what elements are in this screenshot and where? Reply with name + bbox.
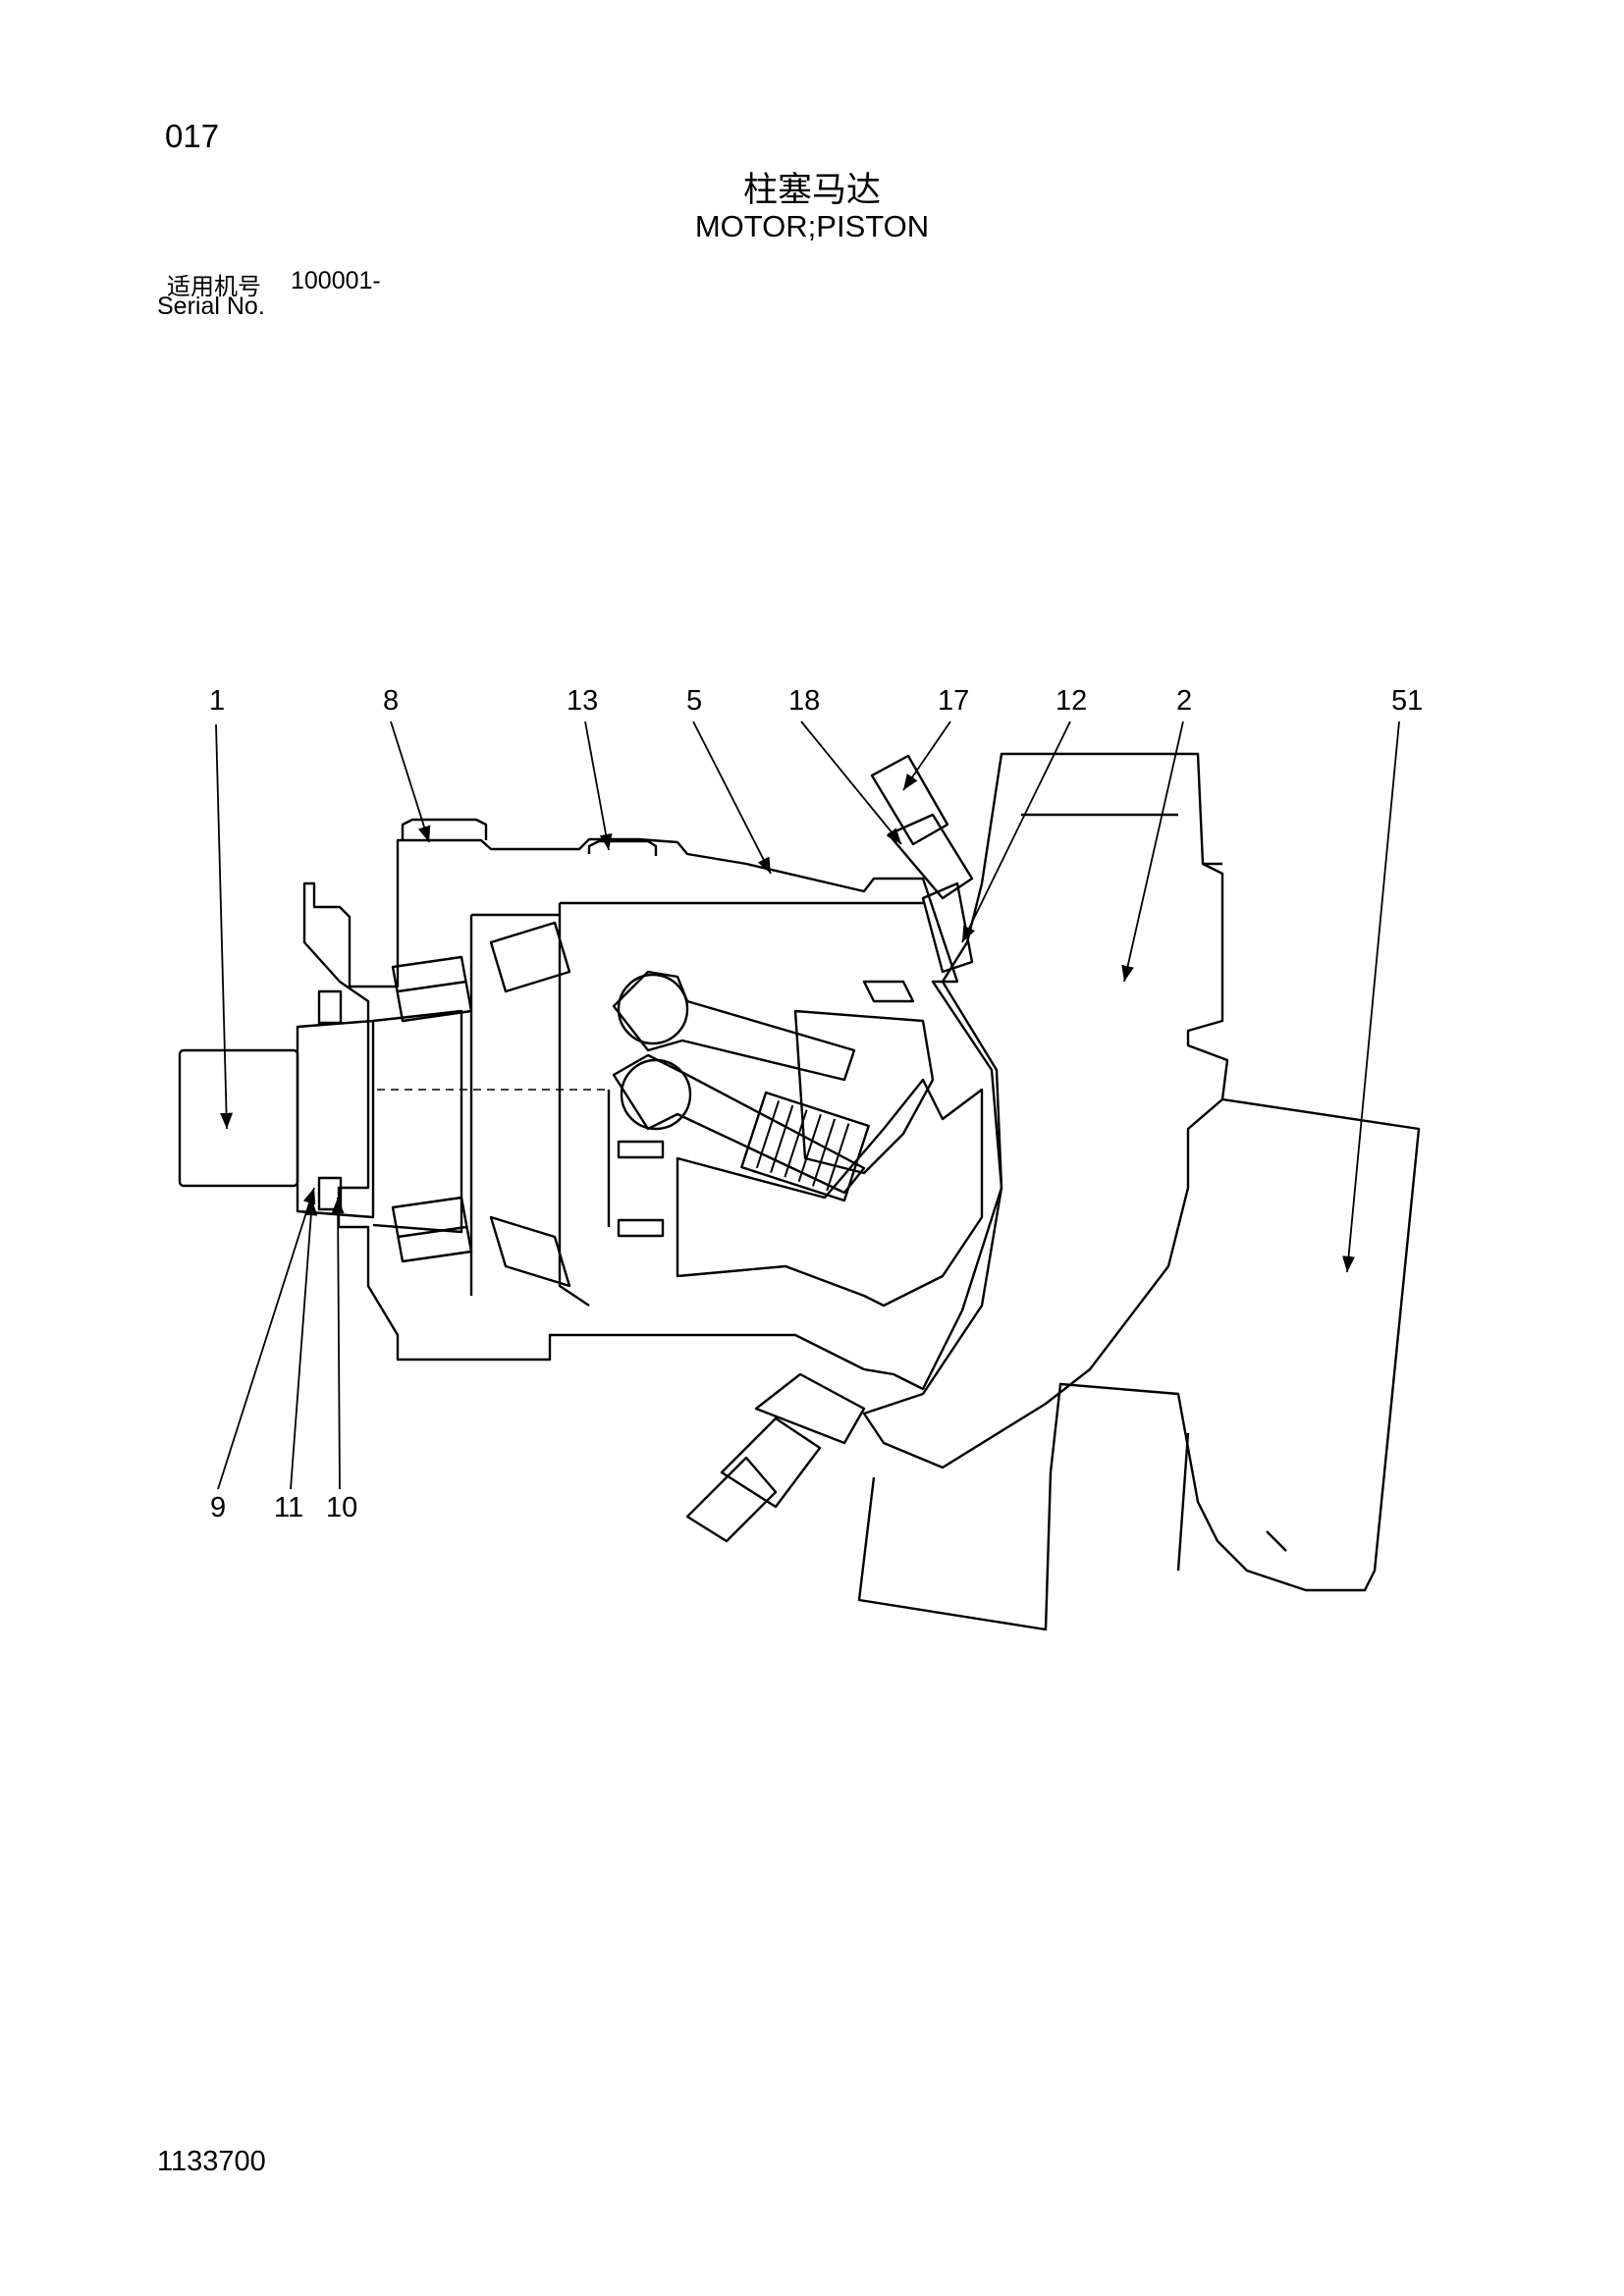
callout-labels: 1 8 13 5 18 17 12 2 51 9 11 10 bbox=[209, 685, 1423, 1523]
callout-17: 17 bbox=[938, 685, 969, 717]
callout-18: 18 bbox=[788, 685, 820, 717]
callout-12: 12 bbox=[1056, 685, 1087, 717]
serial-label-english: Serial No. bbox=[157, 293, 265, 320]
callout-2: 2 bbox=[1176, 685, 1192, 717]
callout-1: 1 bbox=[209, 685, 225, 717]
callout-8: 8 bbox=[383, 685, 399, 717]
title-english: MOTOR;PISTON bbox=[694, 209, 930, 243]
serial-range: 100001- bbox=[291, 267, 381, 294]
callout-13: 13 bbox=[567, 685, 598, 717]
page-number: 017 bbox=[165, 118, 220, 154]
callout-5: 5 bbox=[686, 685, 702, 717]
callout-11: 11 bbox=[274, 1492, 303, 1523]
document-number: 1133700 bbox=[157, 2146, 266, 2177]
callout-9: 9 bbox=[210, 1492, 226, 1523]
serial-label-chinese: 适用机号 bbox=[167, 273, 261, 300]
callout-leaders bbox=[215, 721, 1400, 1490]
callout-10: 10 bbox=[326, 1492, 357, 1523]
callout-51: 51 bbox=[1391, 685, 1423, 717]
title-chinese: 柱塞马达 bbox=[742, 171, 881, 210]
motor-housing-outline bbox=[178, 752, 1421, 1631]
